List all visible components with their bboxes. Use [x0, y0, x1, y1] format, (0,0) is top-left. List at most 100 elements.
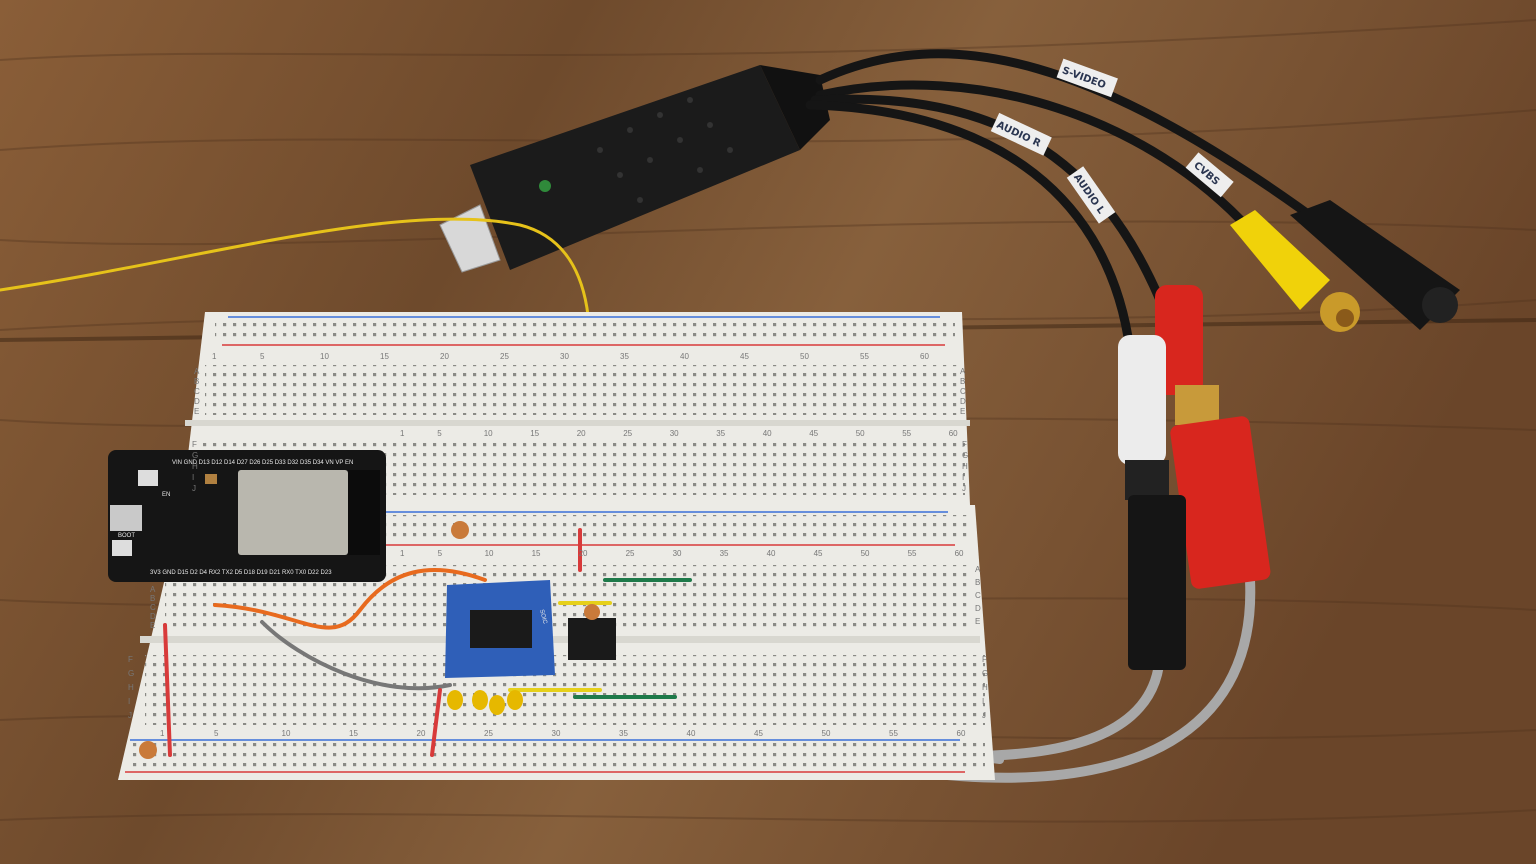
- column-number: 25: [484, 729, 493, 738]
- row-letter: C: [960, 387, 966, 396]
- column-number: 35: [716, 429, 725, 438]
- row-letter: F: [982, 655, 987, 664]
- column-number: 60: [949, 429, 958, 438]
- row-letter: G: [192, 451, 198, 460]
- row-letter: E: [975, 617, 980, 626]
- column-number: 1: [212, 352, 217, 361]
- column-number: 10: [484, 429, 493, 438]
- column-number: 50: [800, 352, 809, 361]
- breakout-label: SOIC: [538, 609, 548, 625]
- en-label: EN: [162, 492, 170, 498]
- column-number: 55: [889, 729, 898, 738]
- column-number: 35: [619, 729, 628, 738]
- row-letter: F: [128, 655, 133, 664]
- led-indicator: [539, 180, 551, 192]
- row-letter: F: [192, 440, 197, 449]
- column-number: 45: [740, 352, 749, 361]
- column-number: 20: [577, 429, 586, 438]
- breadboard-column-numbers: 1111555510101010151515152020202025252525…: [160, 352, 966, 738]
- column-number: 60: [955, 549, 964, 558]
- column-number: 10: [320, 352, 329, 361]
- column-number: 20: [440, 352, 449, 361]
- soic-breakout: SOIC: [445, 580, 555, 678]
- column-number: 25: [623, 429, 632, 438]
- row-letter: D: [150, 612, 156, 621]
- row-letter: H: [962, 462, 968, 471]
- row-letter: E: [194, 407, 199, 416]
- row-letter: F: [962, 440, 967, 449]
- column-number: 20: [417, 729, 426, 738]
- row-letter: D: [194, 397, 200, 406]
- row-letter: B: [975, 578, 980, 587]
- column-number: 1: [400, 549, 405, 558]
- row-letter: D: [960, 397, 966, 406]
- column-number: 30: [673, 549, 682, 558]
- row-letter: J: [192, 484, 196, 493]
- row-letter: C: [975, 591, 981, 600]
- row-letter: I: [962, 473, 964, 482]
- capacitors: [139, 521, 600, 759]
- column-number: 25: [500, 352, 509, 361]
- top-pin-labels: VIN GND D13 D12 D14 D27 D26 D25 D33 D32 …: [172, 460, 353, 466]
- column-number: 15: [380, 352, 389, 361]
- rca-red-connector: [1155, 285, 1271, 589]
- column-number: 10: [282, 729, 291, 738]
- column-number: 20: [579, 549, 588, 558]
- column-number: 35: [720, 549, 729, 558]
- column-number: 60: [957, 729, 966, 738]
- ic-chip: [568, 618, 616, 660]
- column-number: 25: [626, 549, 635, 558]
- column-number: 5: [437, 429, 442, 438]
- row-letter: A: [194, 367, 200, 376]
- column-number: 10: [485, 549, 494, 558]
- column-number: 15: [532, 549, 541, 558]
- row-letter: B: [960, 377, 965, 386]
- column-number: 55: [908, 549, 917, 558]
- column-number: 30: [552, 729, 561, 738]
- svideo-connector: [1290, 200, 1460, 330]
- column-number: 40: [767, 549, 776, 558]
- column-number: 55: [902, 429, 911, 438]
- row-letter: J: [128, 711, 132, 720]
- row-letter: A: [960, 367, 966, 376]
- column-number: 50: [822, 729, 831, 738]
- row-letter: A: [975, 565, 981, 574]
- column-number: 5: [260, 352, 265, 361]
- esp32-devkit: BOOT EN VIN GND D13 D12 D14 D27 D26 D25 …: [108, 450, 386, 582]
- column-number: 1: [400, 429, 405, 438]
- column-number: 5: [438, 549, 443, 558]
- row-letter: H: [192, 462, 198, 471]
- column-number: 45: [814, 549, 823, 558]
- column-number: 40: [680, 352, 689, 361]
- row-letter: C: [150, 603, 156, 612]
- row-letter: B: [150, 594, 155, 603]
- column-number: 50: [856, 429, 865, 438]
- rca-white-connector: [1118, 335, 1186, 670]
- column-number: 60: [920, 352, 929, 361]
- row-letter: D: [975, 604, 981, 613]
- boot-label: BOOT: [118, 533, 135, 539]
- row-letter: I: [128, 697, 130, 706]
- row-letter: C: [194, 387, 200, 396]
- column-number: 30: [670, 429, 679, 438]
- column-number: 5: [214, 729, 219, 738]
- column-number: 15: [349, 729, 358, 738]
- row-letter: E: [960, 407, 965, 416]
- row-letter: E: [150, 621, 155, 630]
- row-letter: J: [962, 484, 966, 493]
- column-number: 50: [861, 549, 870, 558]
- rca-yellow-connector: [1230, 210, 1360, 332]
- column-number: 1: [160, 729, 165, 738]
- column-number: 45: [809, 429, 818, 438]
- row-letter: I: [982, 697, 984, 706]
- row-letter: J: [982, 711, 986, 720]
- row-letter: H: [128, 683, 134, 692]
- column-number: 55: [860, 352, 869, 361]
- column-number: 15: [530, 429, 539, 438]
- row-letter: A: [150, 585, 156, 594]
- bottom-pin-labels: 3V3 GND D15 D2 D4 RX2 TX2 D5 D18 D19 D21…: [150, 570, 332, 576]
- row-letter: G: [982, 669, 988, 678]
- column-number: 40: [687, 729, 696, 738]
